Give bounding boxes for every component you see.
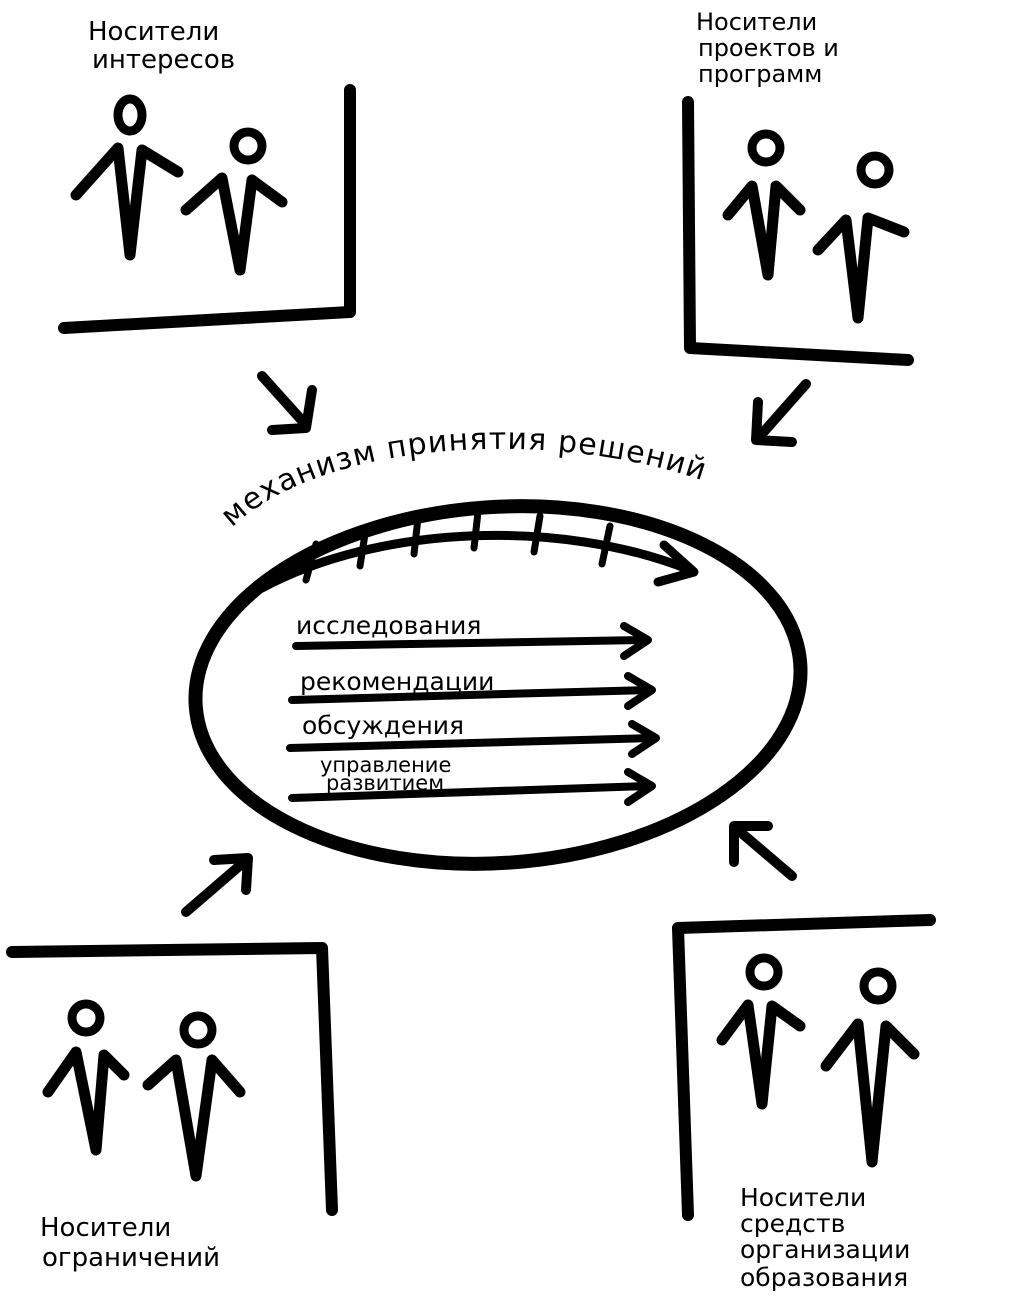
activity-recommendations: рекомендации: [292, 667, 652, 706]
activity-label: исследования: [296, 611, 481, 640]
person-body: [48, 1052, 124, 1150]
decision-mechanism: механизм принятия решений исследования р…: [183, 422, 812, 884]
person-body: [728, 186, 800, 275]
person-head: [234, 132, 262, 160]
activity-arrow-shaft: [296, 640, 644, 646]
arrow-shaft: [738, 830, 792, 876]
timeline-tick: [602, 526, 610, 564]
group-interest-holders: Носители интересов: [64, 17, 350, 328]
group-project-holders: Носители проектов и программ: [688, 8, 908, 360]
person-head: [861, 156, 889, 184]
person-head: [752, 134, 780, 162]
person-figure: [186, 132, 282, 270]
activity-research: исследования: [296, 611, 648, 656]
arrow-from-projects: [756, 384, 806, 442]
activity-development-management: управление развитием: [292, 753, 652, 802]
frame-bracket: [688, 102, 908, 360]
group-label-projects: Носители проектов и программ: [696, 8, 847, 88]
person-figure: [76, 99, 178, 255]
person-figure: [48, 1004, 124, 1150]
activity-label: обсуждения: [302, 711, 464, 740]
person-figure: [722, 958, 800, 1104]
person-head: [72, 1004, 100, 1032]
person-body: [76, 148, 178, 255]
frame-bracket: [64, 90, 350, 328]
timeline-tick: [414, 518, 418, 554]
person-figure: [818, 156, 904, 318]
arrow-from-constraints: [186, 858, 248, 912]
arrow-from-education-means: [734, 826, 792, 876]
person-body: [186, 178, 282, 270]
arrow-shaft: [262, 376, 306, 425]
person-figure: [826, 972, 914, 1162]
group-constraint-holders: Носители ограничений: [12, 948, 332, 1273]
activity-discussions: обсуждения: [290, 711, 656, 754]
group-label-constraints: Носители ограничений: [40, 1213, 220, 1273]
person-head: [118, 99, 142, 131]
person-body: [148, 1060, 240, 1176]
arrow-shaft: [186, 862, 244, 912]
person-head: [184, 1016, 212, 1044]
arrow-from-interests: [262, 376, 312, 430]
timeline-tick: [534, 516, 540, 552]
person-body: [818, 218, 904, 318]
frame-bracket: [678, 920, 930, 1215]
person-figure: [728, 134, 800, 275]
person-body: [826, 1024, 914, 1162]
person-head: [864, 972, 892, 1000]
mechanism-ellipse: [183, 486, 812, 883]
arrow-shaft: [760, 384, 806, 436]
activity-label: управление развитием: [320, 753, 458, 795]
timeline-tick: [474, 512, 478, 548]
group-label-education-means: Носители средств организации образования: [740, 1183, 918, 1292]
group-education-means-holders: Носители средств организации образования: [678, 920, 930, 1292]
group-label-interests: Носители интересов: [88, 17, 235, 75]
person-body: [722, 1005, 800, 1104]
person-head: [750, 958, 778, 986]
person-figure: [148, 1016, 240, 1176]
